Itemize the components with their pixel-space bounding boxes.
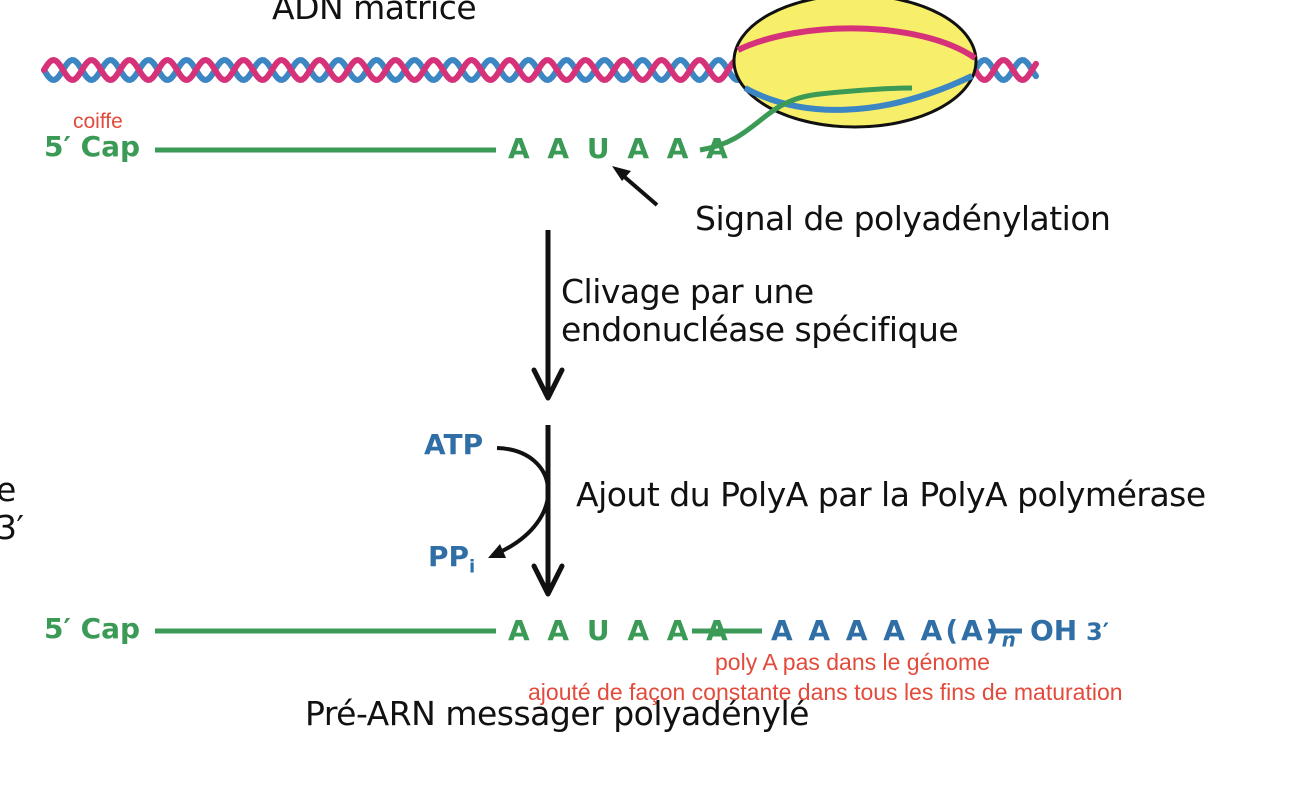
cleavage-label-line2: endonucléase spécifique [561,310,959,349]
polyadenylated-premrna-label: Pré-ARN messager polyadénylé [305,694,809,733]
nascent-rna [699,85,913,153]
bottom-cap-label: 5′ Cap [44,612,141,645]
three-prime-label: 3′ [1086,618,1110,646]
polya-sequence: A A A A A(A)n [771,614,1019,652]
note-added-constantly: ajouté de façon constante dans tous les … [528,679,1123,705]
top-signal-sequence: A A U A A A [508,132,732,165]
bottom-signal-sequence: A A U A A A [508,614,732,647]
ppi-label: PPi [428,540,476,578]
cleavage-label-line1: Clivage par une [561,272,814,311]
atp-to-ppi-arrow [488,446,551,558]
left-cut-text-1: e [0,470,16,509]
top-cap-label: 5′ Cap [44,130,141,163]
rna-polymerase [699,0,978,153]
note-not-in-genome: poly A pas dans le génome [715,649,990,675]
atp-label: ATP [424,428,484,461]
oh-label: OH [1030,614,1078,647]
dna-inside-blue [743,73,974,113]
cleavage-arrow [531,230,565,401]
cap-note: coiffe [73,110,123,133]
left-cut-text-2: 3′ [0,508,24,547]
signal-label: Signal de polyadénylation [695,199,1111,238]
addition-arrow [531,425,565,597]
dna-template-label: ADN matrice [272,0,477,27]
addition-label: Ajout du PolyA par la PolyA polymérase [576,475,1206,514]
dna-inside-pink [736,25,977,61]
signal-pointer-arrow [612,166,659,207]
